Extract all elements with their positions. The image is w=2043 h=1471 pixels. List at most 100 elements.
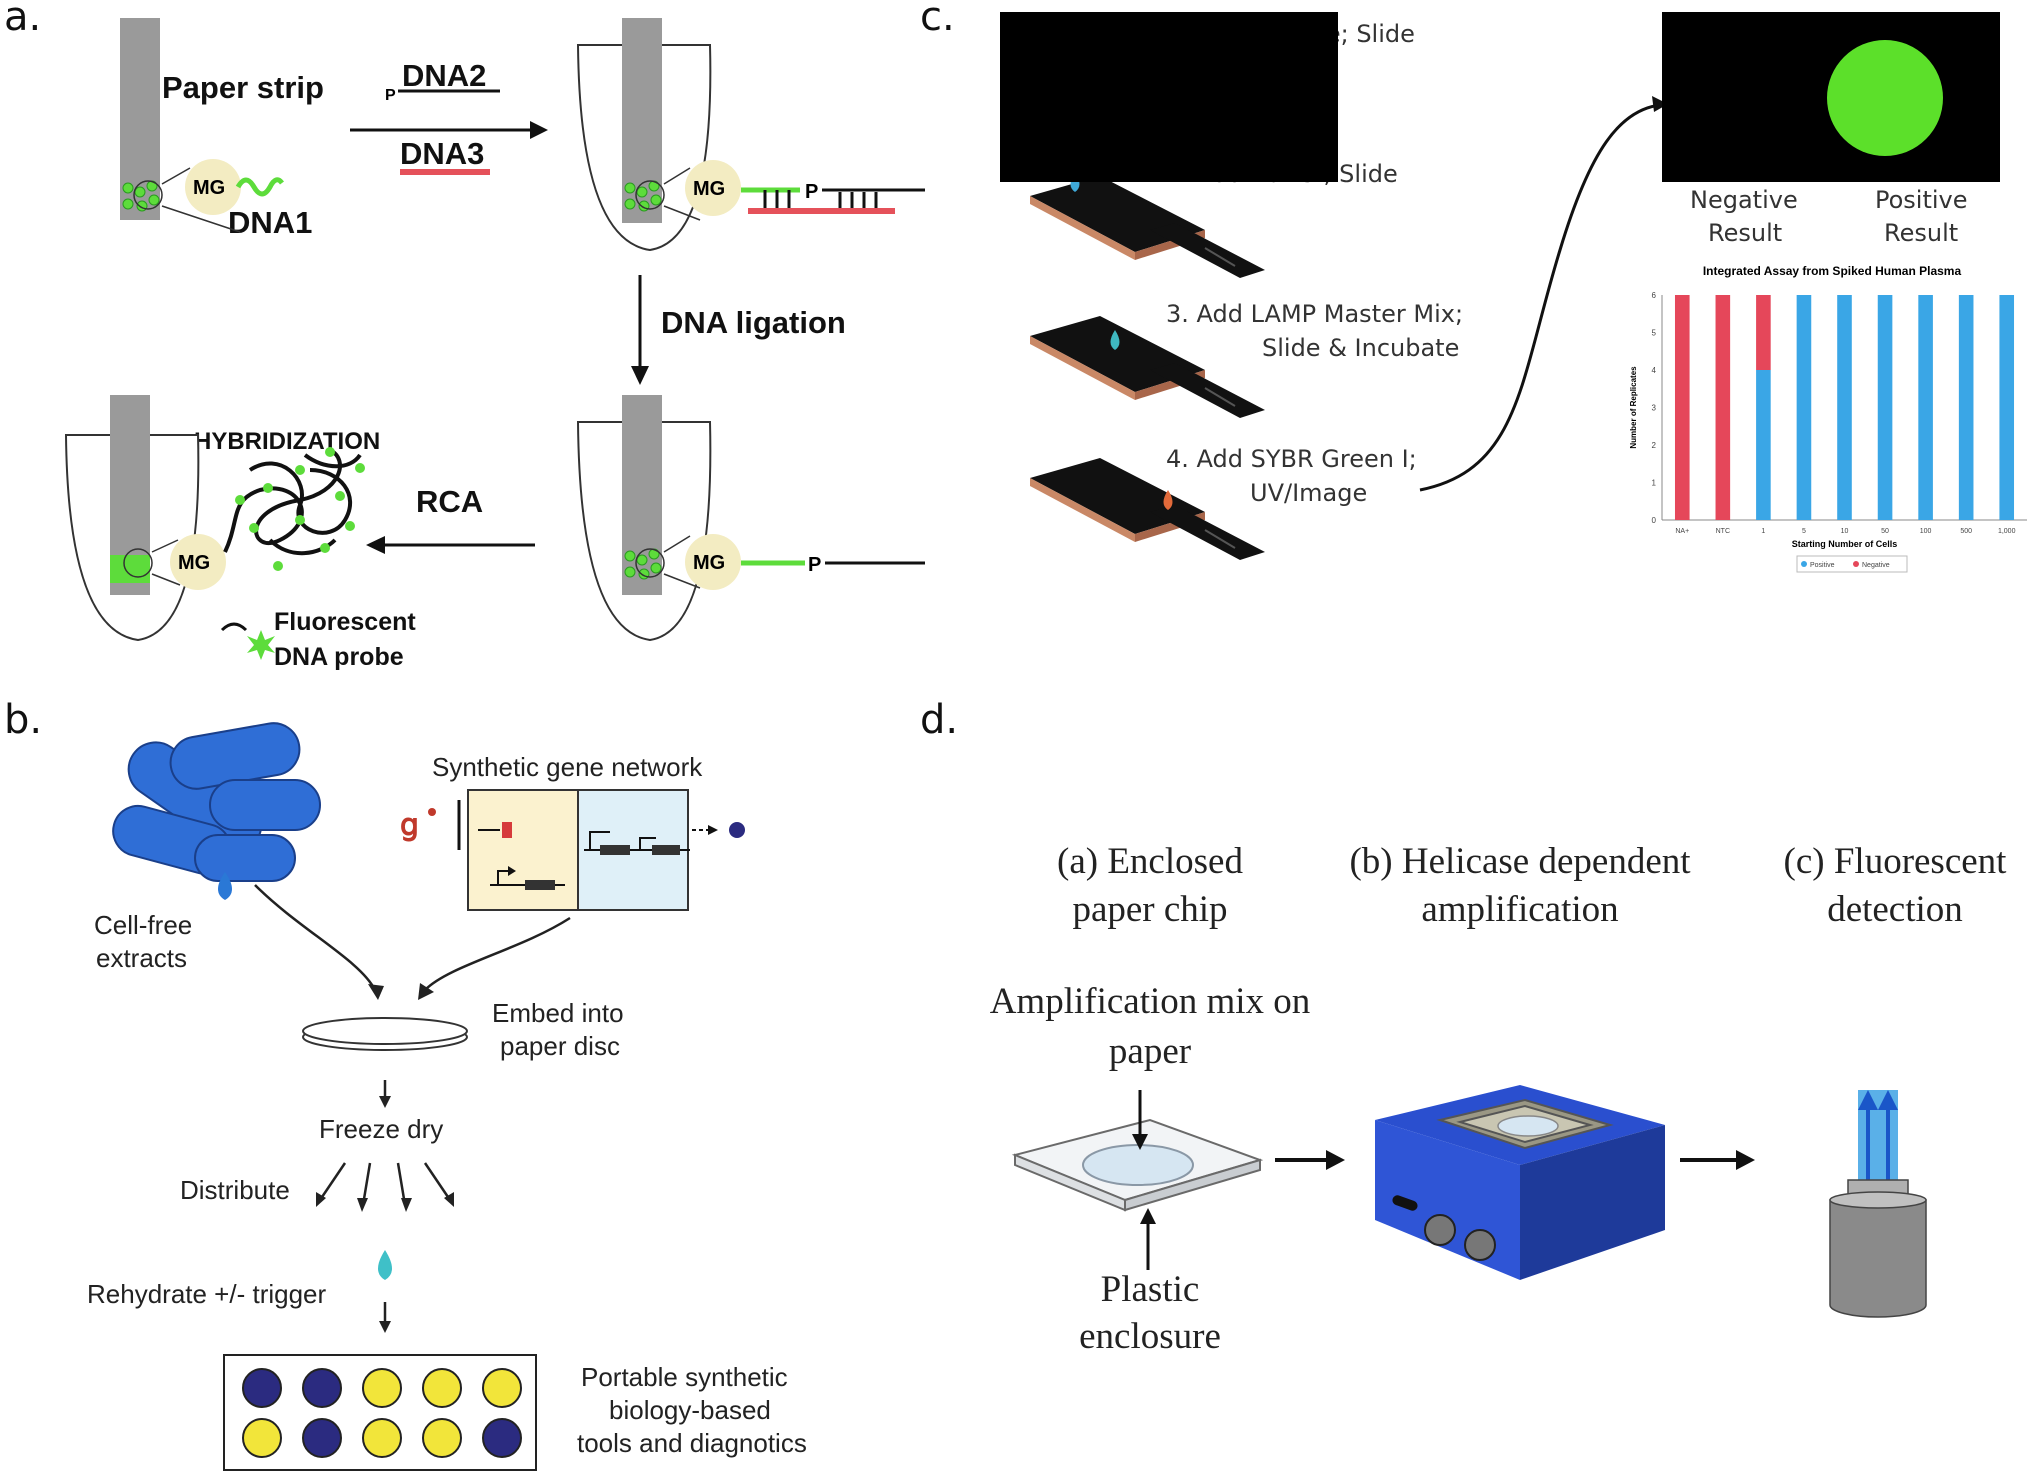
legend-marker [1853, 561, 1859, 567]
y-tick-label: 1 [1652, 479, 1657, 488]
bar-positive [1918, 295, 1933, 520]
step3b-label: Slide & Incubate [1262, 334, 1460, 362]
detector [1829, 1090, 1927, 1318]
panel-c-letter: c. [920, 0, 955, 40]
amp-mix-label-2: paper [1108, 1031, 1192, 1072]
panel-d-letter: d. [920, 697, 959, 743]
embed-label-1: Embed into [492, 998, 624, 1028]
well [422, 1368, 462, 1408]
x-tick-label: 1,000 [1998, 528, 2016, 535]
step3a-label: 3. Add LAMP Master Mix; [1166, 300, 1464, 328]
gene-network-box: ց [400, 789, 745, 911]
distribute-label: Distribute [180, 1175, 290, 1205]
negative-label-1: Negative [1690, 186, 1798, 214]
portable-label-2: biology-based [609, 1395, 771, 1425]
tube-3: MG P [576, 395, 925, 642]
y-tick-label: 4 [1652, 366, 1657, 375]
rehydrate-label: Rehydrate +/- trigger [87, 1279, 327, 1309]
panel-a-letter: a. [4, 0, 42, 40]
step-b-label-1: (b) Helicase dependent [1349, 841, 1691, 882]
amp-mix-label-1: Amplification mix on [989, 981, 1311, 1022]
step-a-label-2: paper chip [1072, 889, 1228, 930]
y-axis-label: Number of Replicates [1629, 366, 1638, 449]
svg-text:MG: MG [178, 552, 210, 574]
paper-chip [1011, 1118, 1264, 1212]
legend-label: Positive [1810, 562, 1835, 569]
svg-text:ց: ց [400, 809, 419, 842]
plastic-label-2: enclosure [1079, 1316, 1221, 1357]
y-tick-label: 6 [1652, 291, 1657, 300]
well [482, 1418, 522, 1458]
y-tick-label: 2 [1652, 441, 1657, 450]
hybridization-label: HYBRIDIZATION [194, 428, 381, 455]
legend-marker [1801, 561, 1807, 567]
well [242, 1418, 282, 1458]
bar-negative [1715, 295, 1731, 520]
paper-strip-1: MG [120, 18, 284, 233]
tube-2: MG P [576, 18, 925, 252]
dna-ligation-label: DNA ligation [661, 305, 846, 340]
x-tick-label: NTC [1716, 528, 1730, 535]
bacteria-cells-icon [112, 722, 321, 882]
legend-label: Negative [1862, 562, 1890, 569]
probe-label-line1: Fluorescent [274, 608, 416, 636]
gene-network-label: Synthetic gene network [432, 752, 703, 782]
x-tick-label: 500 [1960, 528, 1972, 535]
well [362, 1368, 402, 1408]
y-tick-label: 5 [1652, 329, 1657, 338]
tube-4: MG [64, 395, 365, 642]
y-tick-label: 3 [1652, 404, 1657, 413]
x-tick-label: 10 [1841, 528, 1849, 535]
positive-spot [1827, 40, 1943, 156]
bar-positive [1877, 295, 1893, 520]
well [422, 1418, 462, 1458]
result-image [1000, 12, 1338, 182]
bar-negative [1756, 295, 1771, 370]
positive-label-2: Result [1884, 219, 1959, 247]
chart-title: Integrated Assay from Spiked Human Plasm… [1703, 264, 1962, 278]
y-tick-label: 0 [1652, 516, 1657, 525]
step-b-label-2: amplification [1421, 889, 1619, 930]
x-tick-label: 50 [1881, 528, 1889, 535]
x-tick-label: 5 [1802, 528, 1806, 535]
well [302, 1418, 342, 1458]
panel-a-diagram: MG P MG P [64, 18, 925, 660]
replicates-bar-chart: Integrated Assay from Spiked Human Plasm… [1629, 264, 2027, 573]
well [302, 1368, 342, 1408]
well [362, 1418, 402, 1458]
freeze-dry-label: Freeze dry [319, 1114, 444, 1144]
panel-d-diagram [1011, 1085, 1927, 1318]
teal-drop-icon [378, 1250, 392, 1280]
panel-b-diagram: ց [112, 722, 745, 1471]
heater-device [1375, 1085, 1665, 1280]
dna2-label: DNA2 [402, 58, 487, 93]
bar-negative [1674, 295, 1690, 520]
svg-text:MG: MG [693, 552, 725, 574]
step-c-label-1: (c) Fluorescent [1783, 841, 2007, 882]
x-axis-label: Starting Number of Cells [1792, 539, 1898, 549]
portable-label-3: tools and diagnotics [577, 1428, 807, 1458]
plastic-label-1: Plastic [1100, 1269, 1200, 1310]
panel-c-diagram [1000, 12, 2000, 560]
blue-drop-icon [218, 872, 232, 900]
microfluidic-slide [1030, 316, 1265, 418]
fluorescent-star-icon [247, 630, 275, 660]
paper-strip-label: Paper strip [162, 70, 324, 105]
probe-label-line2: DNA probe [274, 643, 404, 671]
embed-label-2: paper disc [500, 1031, 620, 1061]
portable-label-1: Portable synthetic [581, 1362, 788, 1392]
bar-positive [1796, 295, 1812, 520]
rca-label: RCA [416, 484, 484, 519]
step4b-label: UV/Image [1250, 479, 1368, 507]
negative-label-2: Result [1708, 219, 1783, 247]
bar-positive [1756, 370, 1771, 520]
dna3-label: DNA3 [400, 136, 485, 171]
mg-label: MG [193, 177, 225, 199]
svg-text:P: P [805, 181, 818, 203]
svg-text:MG: MG [693, 178, 725, 200]
step-c-label-2: detection [1827, 889, 1963, 930]
cell-free-label-1: Cell-free [94, 910, 193, 940]
chart-legend: Positive Negative [1796, 555, 1908, 573]
bar-positive [1999, 295, 2015, 520]
dna1-label: DNA1 [228, 205, 313, 240]
